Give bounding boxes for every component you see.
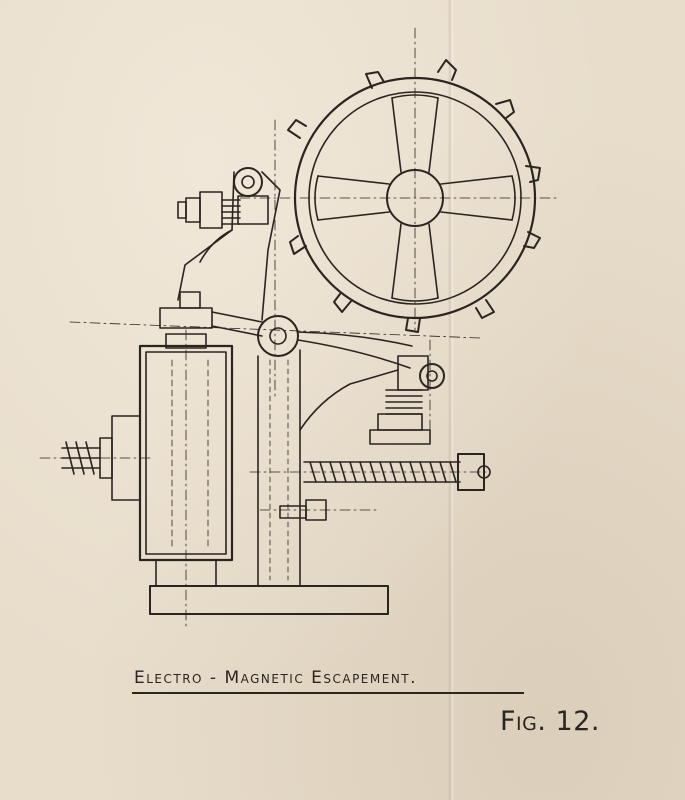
coil-terminal [61,415,141,501]
upper-adjusting-screw [177,191,269,229]
drawing-caption: Electro - Magnetic Escapement. [134,668,418,688]
stop-screw [279,499,327,521]
standard-pillar [235,349,399,587]
caption-underline [132,692,524,694]
armature-lever [159,291,413,369]
wheel-teeth [287,59,541,333]
paper-fold [448,0,454,800]
pallet-arm [177,167,281,321]
base-plate [149,585,389,615]
right-pallet [369,355,445,445]
escape-wheel [287,59,541,333]
return-spring [303,453,491,491]
figure-label: Fig. 12. [500,706,600,737]
